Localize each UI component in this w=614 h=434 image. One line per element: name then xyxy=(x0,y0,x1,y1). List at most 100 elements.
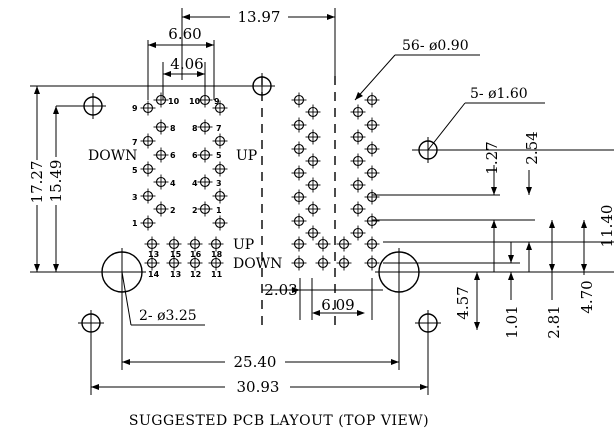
dim-4-06: 4.06 xyxy=(162,55,206,100)
pad-hole xyxy=(364,255,380,271)
pad-hole xyxy=(291,141,307,157)
pin-num: 10 xyxy=(168,97,180,106)
pin-num: 13 xyxy=(148,250,159,259)
dim-4-70: 4.70 xyxy=(578,220,596,314)
dim-4-57: 4.57 xyxy=(454,272,480,330)
pad-hole xyxy=(364,117,380,133)
pin-num: 4 xyxy=(170,179,176,188)
label-up-bottom: UP xyxy=(233,237,254,253)
pad-hole xyxy=(197,119,213,135)
pad-hole xyxy=(140,215,156,231)
pin-num: 2 xyxy=(192,206,198,215)
pin-num: 15 xyxy=(170,250,182,259)
pad-hole xyxy=(187,255,203,271)
dim-1-27-label: 1.27 xyxy=(483,141,501,174)
pad-hole xyxy=(144,255,160,271)
pad-hole xyxy=(315,255,331,271)
pad-hole xyxy=(350,201,366,217)
pad-hole xyxy=(305,129,321,145)
pad-hole xyxy=(187,236,203,252)
pad-hole xyxy=(291,189,307,205)
pad-hole xyxy=(364,92,380,108)
pad-hole xyxy=(153,147,169,163)
pad-hole xyxy=(350,177,366,193)
pad-hole xyxy=(197,174,213,190)
dim-4-06-label: 4.06 xyxy=(170,55,203,73)
pin-num: 3 xyxy=(216,179,222,188)
pin-num: 3 xyxy=(132,193,138,202)
pad-hole xyxy=(315,236,331,252)
callout-5-holes: 5- ø1.60 xyxy=(427,86,545,151)
pad-hole xyxy=(140,188,156,204)
dim-6-09: 6.09 xyxy=(300,278,383,320)
dim-4-70-label: 4.70 xyxy=(578,280,596,313)
pad-hole xyxy=(350,129,366,145)
dim-1-01-label: 1.01 xyxy=(503,305,521,338)
pad-hole xyxy=(140,100,156,116)
dim-15-49-label: 15.49 xyxy=(47,160,65,203)
pad-hole xyxy=(197,147,213,163)
dim-15-49: 15.49 xyxy=(47,105,93,272)
mount-hole-bottom-left xyxy=(78,310,104,336)
pad-hole xyxy=(364,213,380,229)
dim-17-27-label: 17.27 xyxy=(28,161,46,204)
dim-2-03-label: 2.03 xyxy=(264,281,297,299)
pin-num: 9 xyxy=(214,97,220,106)
dim-6-09-label: 6.09 xyxy=(321,296,354,314)
pad-hole xyxy=(153,201,169,217)
pin-num: 6 xyxy=(192,151,198,160)
pin-num: 5 xyxy=(132,166,138,175)
pad-hole xyxy=(140,133,156,149)
pin-num: 10 xyxy=(189,97,201,106)
pad-hole xyxy=(305,153,321,169)
right-dim-lines xyxy=(372,149,614,273)
pad-hole xyxy=(291,165,307,181)
pin-num: 7 xyxy=(132,138,138,147)
mount-hole-bottom-right xyxy=(415,310,441,336)
callout-2-holes: 2- ø3.25 xyxy=(121,271,205,326)
pad-hole xyxy=(350,225,366,241)
pin-num: 8 xyxy=(192,124,198,133)
pad-hole xyxy=(305,225,321,241)
label-down-bottom: DOWN xyxy=(233,256,282,272)
pin-num: 12 xyxy=(190,270,201,279)
pad-hole xyxy=(350,104,366,120)
dim-30-93: 30.93 xyxy=(90,336,429,396)
pin-num: 9 xyxy=(132,104,138,113)
pad-hole xyxy=(212,161,228,177)
callout-56-label: 56- ø0.90 xyxy=(402,38,469,54)
dim-6-60: 6.60 xyxy=(147,25,215,100)
dim-6-60-label: 6.60 xyxy=(168,25,201,43)
pad-hole xyxy=(305,177,321,193)
pad-hole xyxy=(350,153,366,169)
pad-hole xyxy=(153,119,169,135)
pad-hole xyxy=(364,165,380,181)
pad-hole xyxy=(197,201,213,217)
pad-hole xyxy=(153,174,169,190)
dim-30-93-label: 30.93 xyxy=(237,378,280,396)
pad-hole xyxy=(166,255,182,271)
pad-hole xyxy=(140,161,156,177)
pad-hole xyxy=(364,189,380,205)
dim-13-97-label: 13.97 xyxy=(238,8,281,26)
dim-2-81-label: 2.81 xyxy=(545,305,563,338)
pad-hole xyxy=(291,236,307,252)
pad-hole xyxy=(208,236,224,252)
dim-11-40-label: 11.40 xyxy=(598,205,614,248)
pad-hole xyxy=(212,188,228,204)
pin-num: 13 xyxy=(170,270,181,279)
pad-hole xyxy=(212,100,228,116)
dim-13-97: 13.97 xyxy=(181,8,336,80)
dim-1-01: 1.01 xyxy=(503,242,521,339)
pin-num: 14 xyxy=(148,270,160,279)
pad-hole xyxy=(336,236,352,252)
pin-num: 7 xyxy=(216,124,222,133)
drawing-caption: SUGGESTED PCB LAYOUT (TOP VIEW) xyxy=(129,413,429,429)
pad-hole xyxy=(208,255,224,271)
callout-2-label: 2- ø3.25 xyxy=(139,308,197,324)
pad-hole xyxy=(305,104,321,120)
label-up-left: UP xyxy=(236,148,257,164)
pin-num: 4 xyxy=(192,179,198,188)
